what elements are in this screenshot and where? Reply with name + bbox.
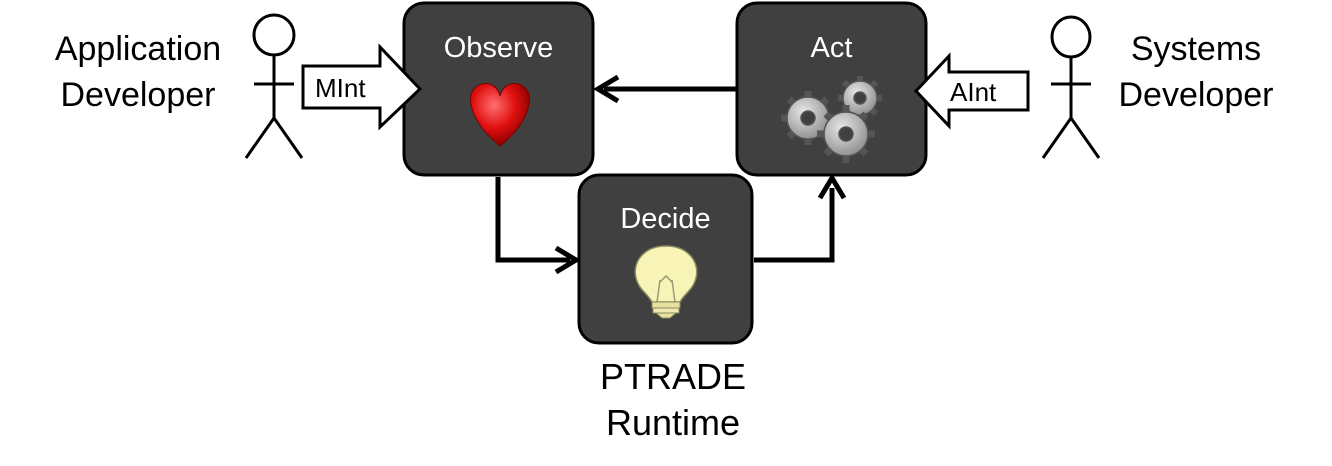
application-developer-figure: [244, 13, 304, 159]
application-developer-line2: Developer: [60, 76, 216, 114]
mint-arrow: [301, 43, 423, 131]
act-title: Act: [810, 32, 853, 64]
act-to-observe-arrow: [593, 74, 737, 104]
caption-line2: Runtime: [605, 402, 741, 443]
systems-developer-line2: Developer: [1118, 76, 1274, 114]
heart-icon: [469, 83, 531, 147]
ptrade-runtime-caption: PTRADE Runtime: [565, 354, 781, 446]
application-developer-line1: Application: [54, 30, 222, 68]
application-developer-label: Application Developer: [40, 26, 236, 118]
aint-arrow: [913, 52, 1030, 130]
aint-label: AInt: [950, 77, 997, 107]
mint-label: MInt: [315, 73, 366, 103]
decide-to-act-arrow: [754, 173, 847, 263]
observe-title: Observe: [443, 32, 554, 64]
systems-developer-line1: Systems: [1130, 30, 1262, 68]
caption-line1: PTRADE: [599, 356, 747, 397]
observe-box: [402, 1, 595, 177]
decide-title: Decide: [620, 203, 711, 235]
observe-to-decide-arrow: [495, 177, 581, 275]
systems-developer-label: Systems Developer: [1098, 26, 1294, 118]
lightbulb-icon: [634, 245, 698, 319]
systems-developer-figure: [1041, 15, 1101, 159]
gears-icon: [781, 76, 882, 163]
